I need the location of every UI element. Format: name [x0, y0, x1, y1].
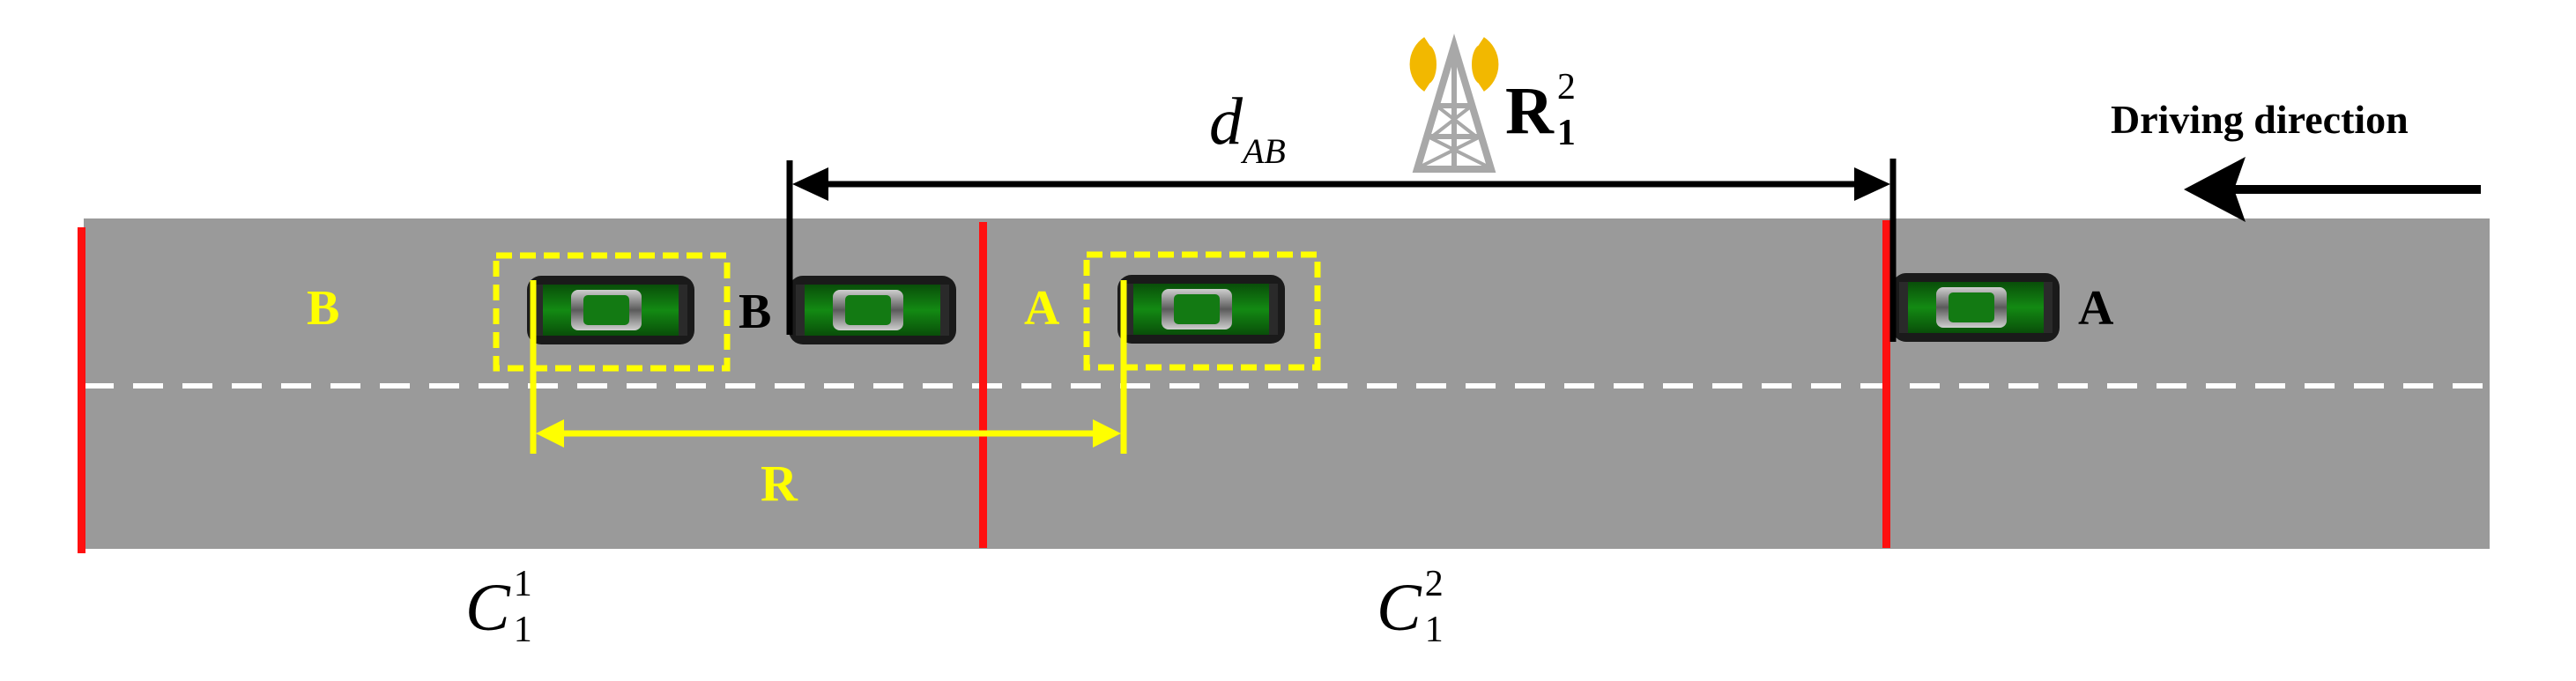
- range-r-label: R: [761, 455, 798, 512]
- range-r-indicator: [530, 280, 1127, 454]
- cluster-boundary-right: [1882, 220, 1890, 548]
- zone-a-selection-box: [1083, 251, 1321, 371]
- cluster-boundary-middle: [979, 222, 987, 548]
- cluster-boundary-left: [78, 227, 85, 553]
- zone-b-selection-box: [493, 252, 731, 372]
- distance-dab-label: dAB: [1209, 85, 1286, 171]
- car-in-zone-a-icon: [1117, 275, 1285, 344]
- car-vehicle-a-icon: [1892, 273, 2060, 342]
- distance-dab-indicator: [786, 159, 1897, 342]
- zone-b-label: B: [307, 281, 340, 336]
- car-in-zone-b-icon: [527, 276, 694, 344]
- arrow-left-icon: [2184, 157, 2481, 222]
- driving-direction-label: Driving direction: [2111, 97, 2409, 142]
- vehicle-b-label: B: [739, 285, 772, 339]
- vehicle-a-label: A: [2078, 281, 2114, 336]
- radio-tower-icon: [1409, 33, 1499, 173]
- zone-a-label: A: [1024, 281, 1060, 336]
- cluster-c1-2-label: C 2 1: [1377, 564, 1444, 650]
- car-vehicle-b-icon: [789, 276, 956, 344]
- rsu-label: R 2 1: [1505, 67, 1576, 153]
- cluster-c1-1-label: C 1 1: [465, 564, 532, 650]
